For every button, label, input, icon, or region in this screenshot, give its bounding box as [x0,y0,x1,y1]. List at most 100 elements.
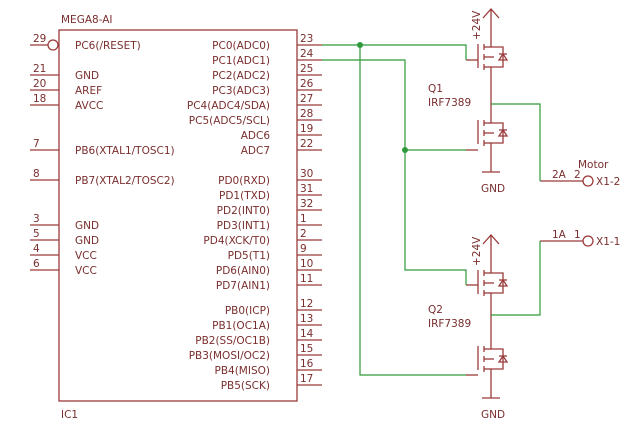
wire-pc1-q2-gate [322,59,467,285]
left-pin-label: GND [75,220,99,232]
left-pin-number: 21 [33,63,46,75]
body-diode-q1-bottom [497,128,509,137]
right-pin-number: 23 [300,33,313,45]
right-pin-label: PD5(T1) [228,250,270,262]
right-pin-number: 25 [300,63,313,75]
right-pin-number: 11 [300,273,313,285]
left-pin-number: 6 [33,258,40,270]
right-pin-label: PD3(INT1) [217,220,270,232]
wires [322,42,541,376]
right-pin-number: 17 [300,373,313,385]
motor-pin1-ref: X1-1 [596,236,620,248]
right-pin-label: PD7(AIN1) [216,280,270,292]
left-pin-number: 7 [33,138,40,150]
q1-value-label: IRF7389 [428,97,471,109]
right-pin-label: PC4(ADC4/SDA) [187,100,270,112]
wire-pc0-q1-gate [322,44,467,60]
right-pin-label: PB4(MISO) [215,365,271,377]
wire-q1-out [491,103,541,181]
right-pin-number: 2 [300,228,307,240]
left-pin-label: AVCC [75,100,103,112]
right-pin-label: PB3(MOSI/OC2) [189,350,270,362]
junction-pc0 [357,42,363,48]
left-pin-label: PC6(/RESET) [75,40,141,52]
right-pin-label: ADC6 [241,130,271,142]
right-pin-number: 22 [300,138,313,150]
ground-label-q1: GND [481,183,505,195]
right-pin-number: 15 [300,343,313,355]
right-pin-label: PD6(AIN0) [216,265,270,277]
right-pin-label: PC3(ADC3) [212,85,270,97]
left-pin-label: GND [75,235,99,247]
q2-value-label: IRF7389 [428,318,471,330]
left-pin-label: VCC [75,265,97,277]
body-diode-q2-top [497,278,509,287]
left-pin-number: 20 [33,78,46,90]
body-diode-q1-top [497,52,509,61]
wire-pc0-q2-gate [359,45,466,376]
q1-ref-label: Q1 [428,83,443,95]
right-pin-number: 10 [300,258,313,270]
right-pin-number: 1 [300,213,307,225]
right-pin-label: PC5(ADC5/SCL) [189,115,270,127]
mosfet-q1: +24V GND Q1 IRF7389 [428,8,509,195]
mosfet-q2: +24V GND Q2 IRF7389 [428,234,509,421]
right-pin-label: PD2(INT0) [217,205,270,217]
supply-arrow-q2 [482,234,500,245]
left-pin-label: GND [75,70,99,82]
left-pin-label: VCC [75,250,97,262]
ic-name-label: MEGA8-AI [61,14,113,26]
right-pin-number: 13 [300,313,313,325]
right-pin-number: 19 [300,123,313,135]
motor-title: Motor [578,159,609,171]
left-pin-number: 3 [33,213,40,225]
left-pin-number: 4 [33,243,40,255]
right-pin-number: 14 [300,328,314,340]
right-pin-label: PD0(RXD) [218,175,270,187]
right-pin-number: 24 [300,48,314,60]
right-pin-number: 9 [300,243,307,255]
terminal-x1-2 [582,175,594,187]
right-pin-number: 28 [300,108,313,120]
left-pin-number: 5 [33,228,40,240]
terminal-x1-1 [582,235,594,247]
right-pin-number: 12 [300,298,313,310]
right-pin-label: PB1(OC1A) [212,320,270,332]
ground-label-q2: GND [481,409,505,421]
left-pin-number: 18 [33,93,46,105]
wire-q2-out [491,241,541,316]
motor-pin2-text: 2A [552,169,567,181]
right-pin-label: PC1(ADC1) [212,55,270,67]
left-pin-label: AREF [75,85,102,97]
right-pin-label: PC0(ADC0) [212,40,270,52]
right-pin-number: 27 [300,93,313,105]
right-pin-label: ADC7 [241,145,270,157]
motor-pin1-num: 1 [574,229,581,241]
left-pin-label: PB7(XTAL2/TOSC2) [75,175,175,187]
motor-connector: Motor 2A 2 X1-2 1A 1 X1-1 [540,159,620,248]
right-pin-number: 30 [300,168,313,180]
motor-pin2-num: 2 [574,169,581,181]
right-pin-label: PB5(SCK) [221,380,270,392]
right-pin-number: 16 [300,358,314,370]
left-pin-number: 8 [33,168,40,180]
right-pin-label: PD1(TXD) [219,190,270,202]
ic-body [58,29,298,402]
right-pin-label: PD4(XCK/T0) [203,235,270,247]
motor-pin2-ref: X1-2 [596,176,620,188]
right-pin-number: 32 [300,198,313,210]
right-pin-number: 26 [300,78,314,90]
right-pin-label: PC2(ADC2) [212,70,270,82]
body-diode-q2-bottom [497,354,509,363]
supply-label-q1: +24V [471,10,483,40]
left-pin-group: 29PC6(/RESET)21GND20AREF18AVCC7PB6(XTAL1… [30,33,175,277]
right-pin-number: 31 [300,183,313,195]
reset-inversion-bubble [47,39,59,51]
supply-arrow-q1 [482,8,500,19]
right-pin-label: PB0(ICP) [225,305,270,317]
left-pin-label: PB6(XTAL1/TOSC1) [75,145,175,157]
right-pin-label: PB2(SS/OC1B) [195,335,270,347]
ic-mega8: MEGA8-AI IC1 29PC6(/RESET)21GND20AREF18A… [30,14,322,421]
